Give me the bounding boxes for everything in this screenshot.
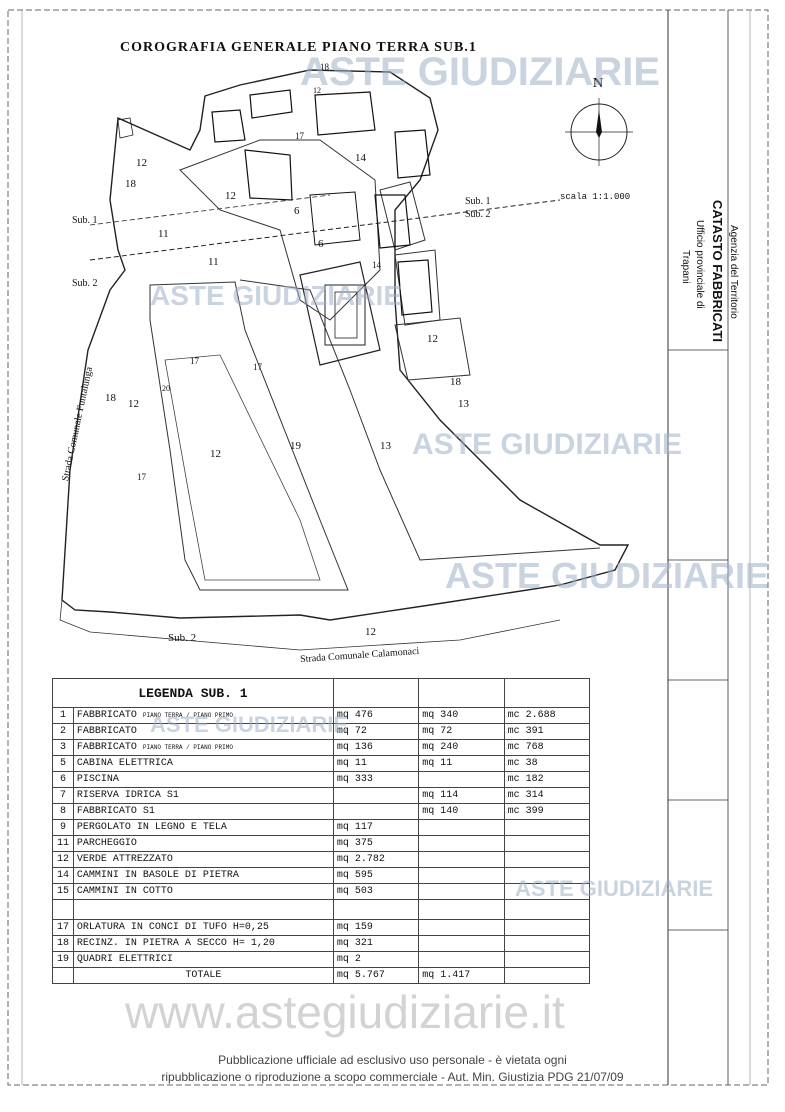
- legend-total-row: TOTALE mq 5.767 mq 1.417: [52, 967, 591, 984]
- watermark-url: www.astegiudiziarie.it: [125, 986, 565, 1038]
- total-label: TOTALE: [72, 967, 334, 984]
- area-label: 17: [190, 356, 199, 366]
- area-label: 6: [318, 238, 324, 250]
- area-label: 12: [427, 333, 438, 345]
- area-label: 12: [365, 626, 376, 638]
- watermark-logo: ASTE GIUDIZIARIE: [412, 428, 683, 461]
- sub2-left-label: Sub. 2: [72, 278, 98, 289]
- sub2-right-label: Sub. 2: [465, 209, 491, 220]
- area-label: 20: [162, 384, 170, 393]
- sub1-left-label: Sub. 1: [72, 215, 98, 226]
- scale-label: scala 1:1.000: [560, 192, 631, 202]
- agency-label: Agenzia del Territorio: [728, 225, 739, 319]
- watermark-logo: ASTE GIUDIZIARIE: [445, 555, 770, 596]
- area-label: 17: [253, 362, 262, 372]
- legend-title: LEGENDA SUB. 1: [52, 678, 334, 708]
- footer-notice: Pubblicazione ufficiale ad esclusivo uso…: [0, 1052, 785, 1086]
- area-label: 17: [137, 472, 146, 482]
- total-v1: mq 5.767: [332, 967, 420, 984]
- watermark-logo: ASTE GIUDIZIARIE: [300, 50, 661, 94]
- north-label: N: [593, 76, 604, 91]
- office-label: Ufficio provinciale di: [694, 220, 705, 309]
- page-title: COROGRAFIA GENERALE PIANO TERRA SUB.1: [120, 40, 477, 55]
- area-label: 18: [450, 376, 461, 388]
- footer-line-1: Pubblicazione ufficiale ad esclusivo uso…: [218, 1053, 567, 1067]
- sub1-right-label: Sub. 1: [465, 196, 491, 207]
- area-label: 11: [158, 228, 169, 240]
- area-label: 12: [225, 190, 236, 202]
- area-label: 14: [355, 152, 366, 164]
- area-label: 18: [105, 392, 116, 404]
- area-label: 12: [128, 398, 139, 410]
- area-label: 19: [290, 440, 301, 452]
- office-city-label: Trapani: [680, 250, 691, 284]
- area-label: 12: [210, 448, 221, 460]
- area-label: 13: [458, 398, 469, 410]
- area-label: 17: [295, 131, 304, 141]
- area-label: 18: [125, 178, 136, 190]
- catasto-label: CATASTO FABBRICATI: [710, 200, 725, 343]
- total-v2: mq 1.417: [418, 967, 505, 984]
- area-label: 12: [313, 86, 321, 95]
- watermark-logo: ASTE GIUDIZIARIE: [515, 876, 714, 901]
- area-label: 18: [320, 62, 329, 72]
- area-label: 6: [294, 205, 300, 217]
- area-label: 12: [136, 157, 147, 169]
- watermark-logo: ASTE GIUDIZIARIE: [150, 280, 403, 311]
- sub2-bottom-label: Sub. 2: [168, 632, 197, 644]
- area-label: 14: [372, 260, 381, 270]
- area-label: 11: [208, 256, 219, 268]
- watermark-logo: ASTE GIUDIZIARIE: [150, 712, 349, 737]
- area-label: 13: [380, 440, 391, 452]
- footer-line-2: ripubblicazione o riproduzione a scopo c…: [161, 1070, 624, 1084]
- table-row: [52, 899, 591, 920]
